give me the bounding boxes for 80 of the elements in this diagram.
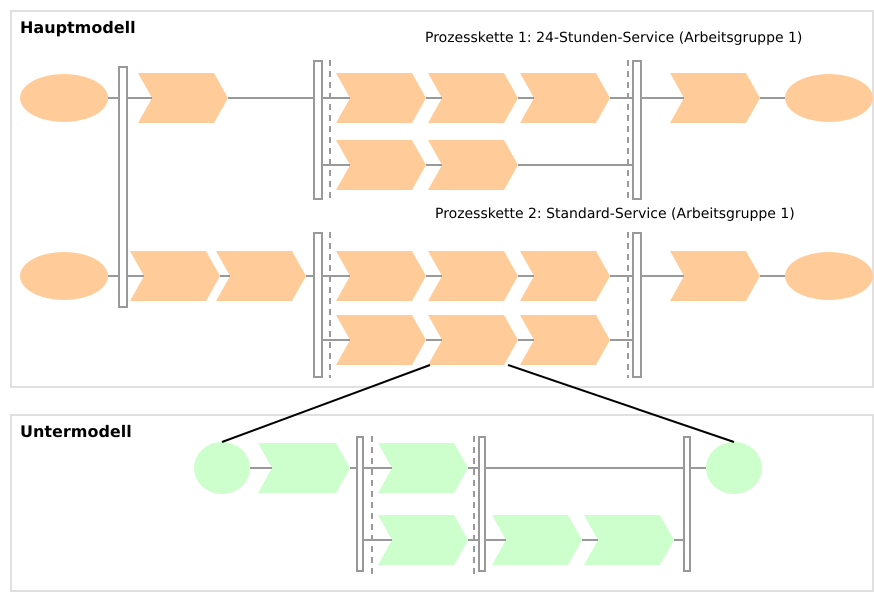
process-step bbox=[336, 140, 426, 190]
connector-line bbox=[222, 364, 430, 443]
event-ellipse bbox=[785, 74, 873, 122]
connector-line bbox=[610, 339, 632, 341]
process-step bbox=[336, 73, 426, 123]
connector-bar bbox=[478, 436, 486, 572]
event-ellipse bbox=[20, 252, 108, 300]
connector-line bbox=[426, 97, 442, 99]
connector-line bbox=[518, 164, 632, 166]
process-step bbox=[258, 443, 350, 493]
process-step bbox=[428, 251, 518, 301]
connector-line bbox=[468, 467, 478, 469]
connector-line bbox=[364, 539, 392, 541]
connector-line bbox=[518, 275, 534, 277]
connector-line bbox=[642, 97, 684, 99]
connector-line bbox=[323, 339, 350, 341]
connector-bar bbox=[118, 66, 128, 308]
connector-bar bbox=[683, 436, 691, 572]
connector-line bbox=[323, 275, 350, 277]
connector-line bbox=[108, 97, 118, 99]
connector-bar bbox=[313, 232, 323, 378]
process-step bbox=[428, 73, 518, 123]
chain-label: Prozesskette 1: 24-Stunden-Service (Arbeitsgruppe 1) bbox=[425, 30, 802, 46]
panel-heading: Untermodell bbox=[20, 422, 132, 441]
panel-heading: Hauptmodell bbox=[20, 18, 136, 37]
connector-line bbox=[306, 275, 313, 277]
connector-line bbox=[518, 97, 534, 99]
connector-line bbox=[508, 364, 734, 443]
process-step bbox=[520, 73, 610, 123]
event-ellipse bbox=[20, 74, 108, 122]
event-circle bbox=[194, 442, 250, 494]
connector-line bbox=[468, 539, 478, 541]
connector-line bbox=[364, 467, 392, 469]
connector-line bbox=[486, 467, 683, 469]
connector-line bbox=[323, 164, 350, 166]
process-step bbox=[520, 251, 610, 301]
connector-bar bbox=[632, 232, 642, 378]
connector-line bbox=[128, 97, 152, 99]
connector-line bbox=[426, 339, 442, 341]
connector-line bbox=[760, 275, 785, 277]
connector-line bbox=[350, 467, 356, 469]
connector-line bbox=[642, 275, 684, 277]
process-step bbox=[130, 251, 220, 301]
connector-line bbox=[220, 275, 230, 277]
connector-bar bbox=[313, 60, 323, 200]
connector-line bbox=[228, 97, 313, 99]
connector-bar bbox=[632, 60, 642, 200]
connector-line bbox=[426, 164, 442, 166]
process-step bbox=[670, 73, 760, 123]
connector-line bbox=[250, 467, 272, 469]
chain-label: Prozesskette 2: Standard-Service (Arbeitsgruppe 1) bbox=[435, 206, 795, 222]
process-step bbox=[428, 315, 518, 365]
connector-line bbox=[426, 275, 442, 277]
connector-line bbox=[610, 97, 632, 99]
process-step bbox=[336, 251, 426, 301]
event-ellipse bbox=[785, 252, 873, 300]
process-step bbox=[216, 251, 306, 301]
process-step bbox=[492, 515, 582, 565]
connector-line bbox=[691, 467, 706, 469]
connector-line bbox=[323, 97, 350, 99]
connector-line bbox=[518, 339, 534, 341]
process-step bbox=[336, 315, 426, 365]
process-step bbox=[584, 515, 674, 565]
connector-bar bbox=[356, 436, 364, 572]
model-panel bbox=[10, 414, 874, 592]
connector-line bbox=[760, 97, 785, 99]
model-panel bbox=[10, 10, 874, 388]
process-step bbox=[428, 140, 518, 190]
process-step bbox=[378, 515, 468, 565]
process-step bbox=[378, 443, 468, 493]
connector-line bbox=[128, 275, 144, 277]
connector-line bbox=[108, 275, 118, 277]
connector-line bbox=[582, 539, 598, 541]
process-step bbox=[138, 73, 228, 123]
event-circle bbox=[706, 442, 762, 494]
connector-line bbox=[610, 275, 632, 277]
process-step bbox=[520, 315, 610, 365]
connector-line bbox=[674, 539, 683, 541]
connector-line bbox=[486, 539, 506, 541]
process-step bbox=[670, 251, 760, 301]
